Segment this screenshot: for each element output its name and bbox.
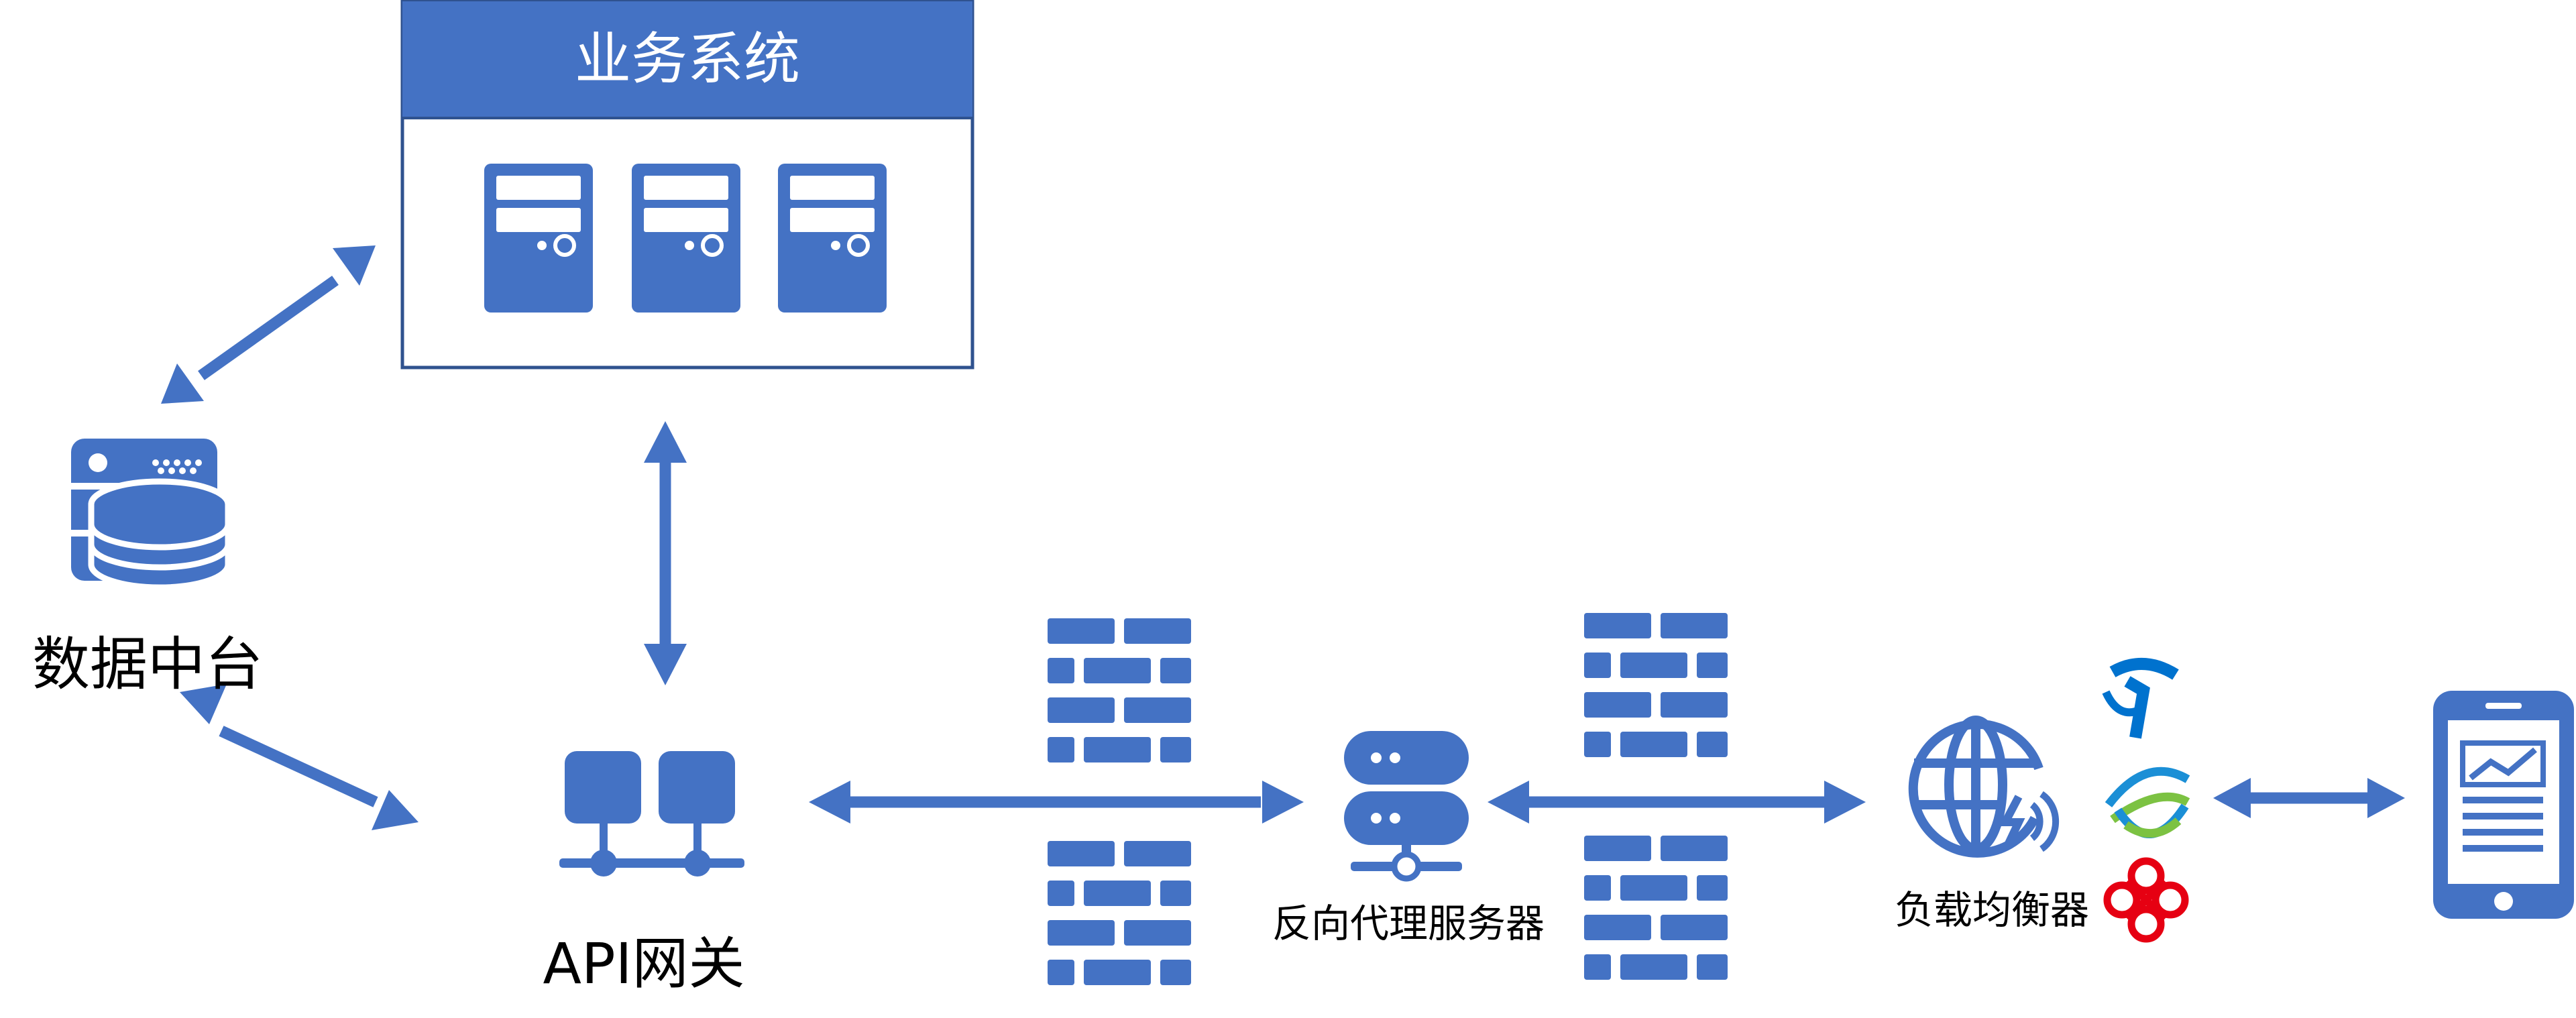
edge-carriers-client xyxy=(2213,778,2405,818)
server-tower-icon xyxy=(778,164,887,313)
mobile-phone-icon xyxy=(2433,691,2574,919)
business-system-title: 业务系统 xyxy=(574,26,800,92)
china-unicom-logo xyxy=(2103,857,2189,943)
api-gateway-label: API网关 xyxy=(543,931,745,997)
globe-network-icon xyxy=(1908,716,2060,858)
reverse-proxy-label: 反向代理服务器 xyxy=(1272,901,1545,946)
edge-business-system-api-gateway xyxy=(644,421,687,685)
firewall-brick-icon xyxy=(1048,841,1191,986)
edge-reverse-proxy-load-balancer xyxy=(1488,781,1866,824)
china-mobile-logo xyxy=(2105,767,2190,838)
data-platform-label: 数据中台 xyxy=(32,631,263,698)
firewall-brick-icon xyxy=(1048,618,1191,763)
server-tower-icon xyxy=(484,164,593,313)
firewall-brick-icon xyxy=(1584,613,1728,758)
edge-data-platform-business-system xyxy=(161,245,376,404)
business-system-box xyxy=(400,0,974,370)
load-balancer-label: 负载均衡器 xyxy=(1894,887,2089,933)
proxy-server-icon xyxy=(1344,731,1469,882)
firewall-brick-icon xyxy=(1584,836,1728,980)
database-server-icon xyxy=(71,439,231,591)
china-telecom-logo xyxy=(2102,657,2179,739)
server-tower-icon xyxy=(632,164,740,313)
edge-api-gateway-reverse-proxy xyxy=(809,781,1304,824)
network-gateway-icon xyxy=(559,751,744,876)
edge-data-platform-api-gateway xyxy=(180,684,418,830)
